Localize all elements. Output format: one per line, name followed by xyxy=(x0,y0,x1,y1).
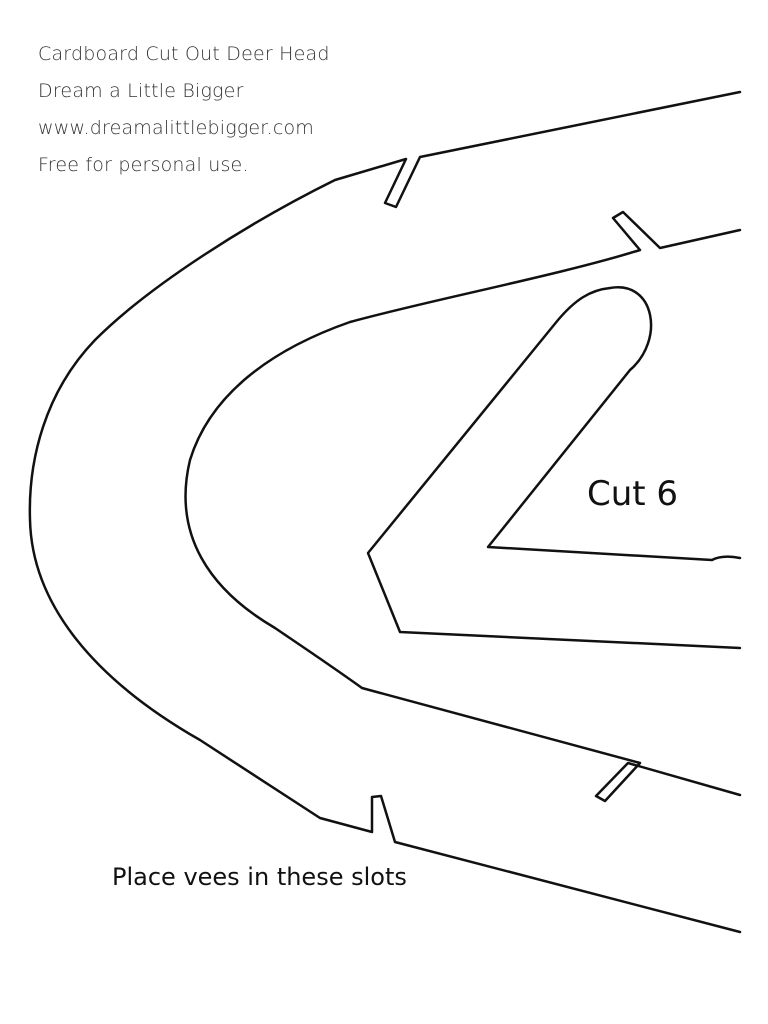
outer-band-outline xyxy=(28,90,742,934)
inner-band-outline xyxy=(184,210,742,803)
slot-instruction: Place vees in these slots xyxy=(112,863,407,891)
header-license: Free for personal use. xyxy=(38,154,249,176)
header-brand: Dream a Little Bigger xyxy=(38,80,244,102)
header-title: Cardboard Cut Out Deer Head xyxy=(38,43,330,65)
inner-tab-outline xyxy=(366,286,742,650)
cut-count-label: Cut 6 xyxy=(587,474,679,514)
header-website: www.dreamalittlebigger.com xyxy=(38,117,314,139)
header-text: Cardboard Cut Out Deer Head Dream a Litt… xyxy=(38,36,330,184)
